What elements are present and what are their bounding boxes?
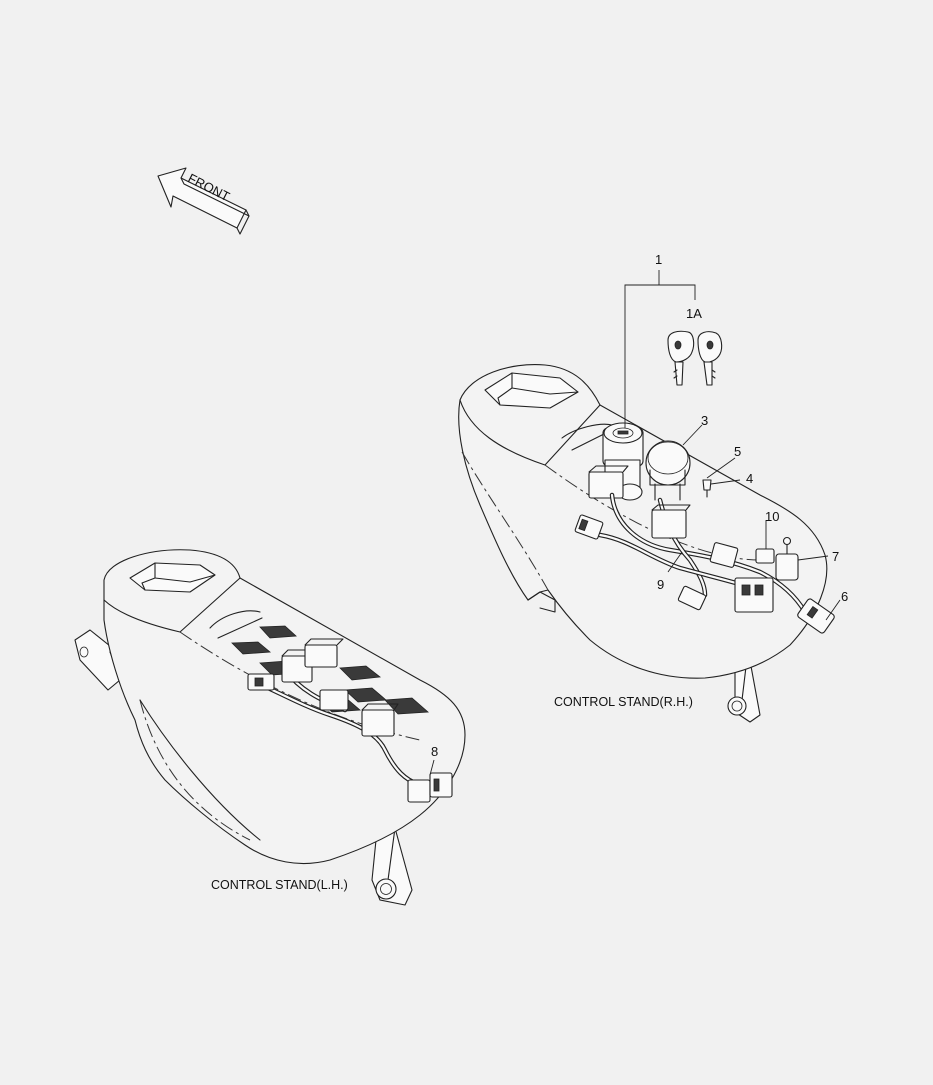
caption-control-stand-rh: CONTROL STAND(R.H.) [554, 695, 693, 709]
callout-1a: 1A [686, 306, 702, 321]
callout-6: 6 [841, 589, 848, 604]
callout-1: 1 [655, 252, 662, 267]
control-stand-lh: 8 CONTROL STAND(L.H.) [74, 549, 466, 906]
callout-9: 9 [657, 577, 664, 592]
key-set-icon [667, 330, 723, 386]
caption-control-stand-lh: CONTROL STAND(L.H.) [211, 878, 348, 892]
front-direction-arrow: FRONT [157, 167, 250, 235]
callout-8: 8 [431, 744, 438, 759]
callout-5: 5 [734, 444, 741, 459]
callout-7: 7 [832, 549, 839, 564]
callout-10: 10 [765, 509, 779, 524]
callout-3: 3 [701, 413, 708, 428]
callout-4: 4 [746, 471, 753, 486]
control-stand-rh: 1 1A 3 5 4 10 7 6 9 CONTROL STAND(R.H.) [458, 252, 848, 723]
